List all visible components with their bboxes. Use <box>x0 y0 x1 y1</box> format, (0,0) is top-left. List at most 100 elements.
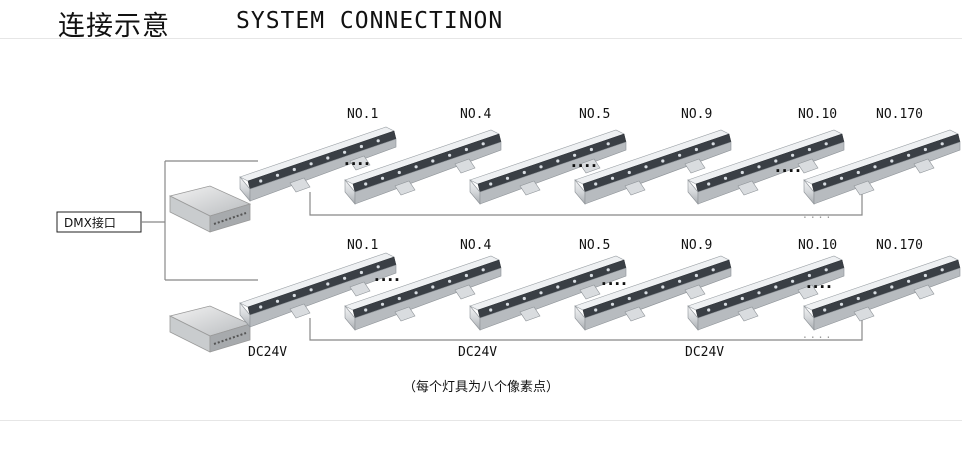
row2-label-1: NO.1 <box>347 238 378 253</box>
led-pixel <box>594 308 598 312</box>
fixture-row1-3 <box>469 129 627 205</box>
fixture-bottom <box>249 138 397 202</box>
led-pixel <box>431 159 435 163</box>
bottom-divider <box>0 420 962 421</box>
led-pixel <box>309 162 313 166</box>
row2-label-5: NO.10 <box>798 238 837 253</box>
led-pixel <box>774 159 778 163</box>
led-pixel <box>275 173 280 177</box>
fixture-bracket <box>624 306 646 322</box>
led-pixel <box>661 159 665 163</box>
led-pixel <box>823 308 827 312</box>
led-pixel <box>376 139 380 143</box>
fixture-row1-4 <box>574 129 732 205</box>
wiring <box>141 160 863 341</box>
led-pixel <box>740 170 744 175</box>
led-pixel <box>309 288 313 292</box>
dmx-interface-label: DMX接口 <box>64 215 116 230</box>
fixture-row2-5 <box>687 255 845 331</box>
fixture-bottom <box>584 267 732 331</box>
row2-labels: NO.1 NO.4 NO.5 NO.9 NO.10 NO.170 <box>347 238 923 253</box>
led-pixel <box>873 291 877 295</box>
led-pixel <box>757 165 761 169</box>
fixture-bracket <box>913 158 935 174</box>
led-pixel <box>606 268 610 272</box>
led-pixel <box>275 299 280 303</box>
led-pixel <box>711 268 715 272</box>
ellipsis-marks: .... .... .... .... .... .... .... .... <box>344 151 834 341</box>
top-divider <box>0 38 962 39</box>
psu-2-terminals <box>213 332 247 345</box>
led-pixel <box>711 142 715 146</box>
row1-label-6: NO.170 <box>876 107 923 122</box>
row2-label-4: NO.9 <box>681 238 712 253</box>
fixture-bottom <box>697 267 845 331</box>
fixture-bottom <box>249 264 397 328</box>
fixture-row2-2 <box>344 255 502 331</box>
fixture-bracket <box>737 180 759 196</box>
fixture-row1-1 <box>239 126 397 202</box>
led-pixel <box>397 170 401 175</box>
power-supply-2 <box>168 305 252 353</box>
fixture-bracket <box>797 158 819 174</box>
fixture-bottom <box>354 141 502 205</box>
led-pixel <box>678 153 682 157</box>
led-pixel <box>907 153 911 157</box>
led-pixel <box>259 179 263 183</box>
row2-ellipsis-light: .... <box>803 327 834 341</box>
fixture-bracket <box>519 180 541 196</box>
led-pixel <box>343 276 347 280</box>
row2-ellipsis-1: .... <box>374 267 401 285</box>
led-pixel <box>364 182 368 186</box>
fixture-bottom <box>479 141 627 205</box>
led-pixel <box>757 291 761 295</box>
row1-labels: NO.1 NO.4 NO.5 NO.9 NO.10 NO.170 <box>347 107 923 122</box>
led-pixel <box>907 279 911 283</box>
fixture-bracket <box>737 306 759 322</box>
led-pixel <box>839 176 844 180</box>
led-pixel <box>431 285 435 289</box>
led-pixel <box>376 265 380 269</box>
dmx-interface: DMX接口 <box>56 211 142 233</box>
led-pixel <box>448 279 452 283</box>
led-pixel <box>594 182 598 186</box>
led-pixel <box>505 176 510 180</box>
led-pixel <box>380 302 385 306</box>
led-pixel <box>505 302 510 306</box>
led-pixel <box>923 273 928 278</box>
led-pixel <box>627 296 631 301</box>
led-pixel <box>661 285 665 289</box>
wire-row2-data <box>309 318 863 341</box>
led-pixel <box>522 170 526 175</box>
led-pixel <box>694 147 699 152</box>
row2-ellipsis-2: .... <box>601 271 628 289</box>
row1-ellipsis-2: .... <box>571 153 598 171</box>
led-pixel <box>481 142 485 146</box>
power-label-2: DC24V <box>458 345 497 360</box>
fixture-bracket <box>684 284 706 300</box>
led-pixel <box>707 182 711 186</box>
led-pixel <box>678 279 682 283</box>
fixtures <box>239 126 961 331</box>
fixture-bracket <box>519 306 541 322</box>
led-pixel <box>343 150 347 154</box>
led-pixel <box>573 279 577 283</box>
fixture-bracket <box>579 158 601 174</box>
fixture-row1-5 <box>687 129 845 205</box>
led-pixel <box>839 302 844 306</box>
title-chinese: 连接示意 <box>58 11 170 42</box>
led-pixel <box>556 285 560 289</box>
title-english: SYSTEM CONNECTINON <box>236 8 504 34</box>
fixture-bracket <box>289 177 311 193</box>
row1-ellipsis-1: .... <box>344 151 371 169</box>
led-pixel <box>627 170 631 175</box>
fixture-bracket <box>684 158 706 174</box>
led-pixel <box>364 308 368 312</box>
row1-label-1: NO.1 <box>347 107 378 122</box>
row1-label-2: NO.4 <box>460 107 491 122</box>
led-pixel <box>694 273 699 278</box>
led-pixel <box>791 279 795 283</box>
fixture-bracket <box>454 158 476 174</box>
led-pixel <box>723 176 728 180</box>
